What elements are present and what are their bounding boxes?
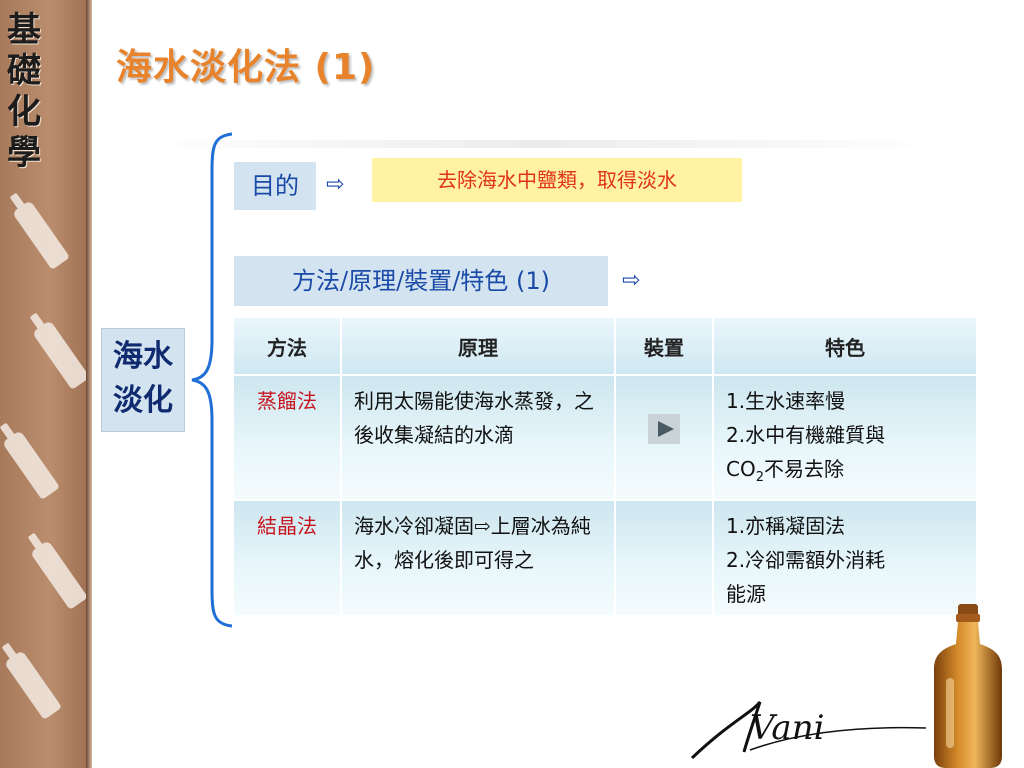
methods-table: 方法 原理 裝置 特色 蒸餾法 利用太陽能使海水蒸發，之後收集凝結的水滴 1.生… — [232, 316, 978, 617]
purpose-label: 目的 — [234, 162, 316, 210]
topic-label: 海水淡化 — [101, 328, 185, 432]
table-row: 結晶法 海水冷卻凝固⇨上層冰為純水，熔化後即可得之 1.亦稱凝固法 2.冷卻需額… — [232, 499, 978, 617]
logo-text: Vani — [750, 708, 825, 748]
table-header-row: 方法 原理 裝置 特色 — [232, 316, 978, 376]
bottle-silhouette-icon — [1, 430, 61, 500]
header-method: 方法 — [232, 316, 342, 376]
method-principle: 海水冷卻凝固⇨上層冰為純水，熔化後即可得之 — [340, 499, 616, 617]
curly-brace-icon — [191, 132, 233, 628]
sidebar-edge — [86, 0, 92, 768]
method-principle: 利用太陽能使海水蒸發，之後收集凝結的水滴 — [340, 374, 616, 501]
signature-swash-icon — [690, 701, 927, 760]
bottle-silhouette-icon — [29, 540, 89, 610]
methods-section-suffix: (1) — [515, 267, 550, 295]
feature-item: 2.冷卻需額外消耗 — [726, 548, 886, 572]
purpose-text: 去除海水中鹽類，取得淡水 — [372, 158, 742, 202]
feature-item: CO2不易去除 — [726, 457, 844, 485]
feature-item: 1.生水速率慢 — [726, 389, 846, 413]
right-arrow-icon: ⇨ — [622, 268, 641, 293]
play-icon[interactable] — [648, 414, 680, 444]
methods-section-label: 方法/原理/裝置/特色 (1) — [234, 256, 608, 306]
methods-section-text: 方法/原理/裝置/特色 — [292, 267, 509, 295]
title-underline — [140, 140, 940, 148]
vani-logo: Vani — [690, 692, 930, 762]
device-cell — [614, 499, 714, 617]
method-name: 蒸餾法 — [232, 374, 342, 501]
feature-item: 能源 — [726, 582, 766, 606]
sidebar-decoration: 基礎化學 — [0, 0, 92, 768]
method-name: 結晶法 — [232, 499, 342, 617]
feature-item: 1.亦稱凝固法 — [726, 514, 846, 538]
header-features: 特色 — [712, 316, 978, 376]
right-arrow-icon: ⇨ — [326, 172, 345, 197]
bottle-silhouette-icon — [11, 200, 71, 270]
vertical-title: 基礎化學 — [7, 10, 41, 173]
header-device: 裝置 — [614, 316, 714, 376]
bottle-silhouette-icon — [3, 650, 63, 720]
bottle-silhouette-icon — [31, 320, 91, 390]
header-principle: 原理 — [340, 316, 616, 376]
reagent-bottle-icon — [934, 604, 1002, 768]
method-features: 1.亦稱凝固法 2.冷卻需額外消耗 能源 — [712, 499, 978, 617]
page-title: 海水淡化法 (1) — [116, 47, 376, 88]
table-row: 蒸餾法 利用太陽能使海水蒸發，之後收集凝結的水滴 1.生水速率慢 2.水中有機雜… — [232, 374, 978, 501]
method-features: 1.生水速率慢 2.水中有機雜質與 CO2不易去除 — [712, 374, 978, 501]
feature-item: 2.水中有機雜質與 — [726, 423, 886, 447]
device-cell — [614, 374, 714, 501]
